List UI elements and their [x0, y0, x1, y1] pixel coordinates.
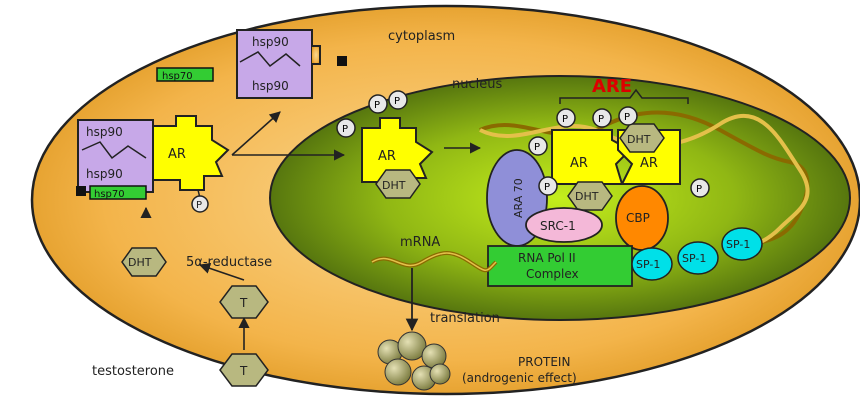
are-label: ARE	[592, 76, 632, 97]
protein-label: PROTEIN	[518, 355, 570, 369]
protein-cluster	[377, 331, 451, 391]
cbp-label: CBP	[626, 211, 650, 225]
cytoplasm-arrows	[140, 111, 346, 350]
svg-text:P: P	[394, 96, 400, 107]
nucleus-label: nucleus	[452, 77, 502, 92]
ar-cytoplasm-label: AR	[168, 147, 186, 162]
svg-text:P: P	[342, 124, 348, 135]
ar-dht-nuclear-monomer: AR DHT	[361, 117, 434, 199]
dht-cytoplasm: DHT	[121, 247, 167, 277]
hsp90-bound-label-bottom: hsp90	[86, 167, 123, 181]
black-square-marker	[337, 56, 347, 66]
hsp90-label-bottom: hsp90	[252, 79, 289, 93]
ara70-label: ARA 70	[512, 178, 525, 218]
svg-text:P: P	[562, 114, 568, 125]
svg-text:SP-1: SP-1	[682, 252, 706, 265]
hsp90-label-top: hsp90	[252, 35, 289, 49]
svg-text:AR: AR	[570, 156, 588, 171]
testosterone-label: testosterone	[92, 364, 174, 379]
svg-text:SP-1: SP-1	[636, 258, 660, 271]
phosphate-balls-dimer: P P P P P P	[528, 106, 710, 198]
testosterone-outside: T	[219, 353, 269, 387]
cytoplasm-label: cytoplasm	[388, 29, 455, 44]
svg-text:T: T	[239, 364, 248, 378]
svg-text:T: T	[239, 296, 248, 310]
translation-label: translation	[430, 311, 500, 326]
svg-text:P: P	[374, 100, 380, 111]
hsp70-free-badge: hsp70	[156, 67, 214, 82]
svg-text:AR: AR	[640, 156, 658, 171]
svg-text:DHT: DHT	[575, 190, 599, 203]
testosterone-inside: T	[219, 285, 269, 319]
svg-text:DHT: DHT	[627, 133, 651, 146]
svg-text:P: P	[534, 142, 540, 153]
are-brace	[559, 88, 689, 104]
mrna-label: mRNA	[400, 235, 440, 250]
svg-text:P: P	[544, 182, 550, 193]
svg-text:DHT: DHT	[382, 179, 406, 192]
reductase-label: 5α-reductase	[186, 255, 272, 270]
hsp90-free-complex: hsp90 hsp90	[236, 29, 321, 99]
rna-pol-ii-complex	[487, 245, 633, 287]
src1-label: SRC-1	[540, 219, 576, 233]
svg-text:P: P	[196, 200, 202, 211]
svg-text:P: P	[696, 184, 702, 195]
svg-text:P: P	[598, 114, 604, 125]
protein-effect-label: (androgenic effect)	[462, 371, 577, 385]
rna-pol-label-2: Complex	[526, 267, 579, 281]
hsp90-bound-label-top: hsp90	[86, 125, 123, 139]
phosphate-balls-monomer: P P P	[336, 90, 408, 138]
sp1-factors: SP-1 SP-1 SP-1	[631, 227, 763, 281]
svg-text:AR: AR	[378, 149, 396, 164]
svg-text:SP-1: SP-1	[726, 238, 750, 251]
hsp90-ar-complex: hsp90 hsp90 hsp70 AR P	[76, 115, 230, 213]
src1	[525, 207, 603, 243]
svg-text:hsp70: hsp70	[162, 71, 193, 82]
ar-dimer: AR AR DHT DHT	[551, 123, 681, 211]
svg-text:DHT: DHT	[128, 256, 152, 269]
hsp70-bound-label: hsp70	[94, 189, 125, 200]
svg-text:P: P	[624, 112, 630, 123]
rna-pol-label-1: RNA Pol II	[518, 251, 576, 265]
